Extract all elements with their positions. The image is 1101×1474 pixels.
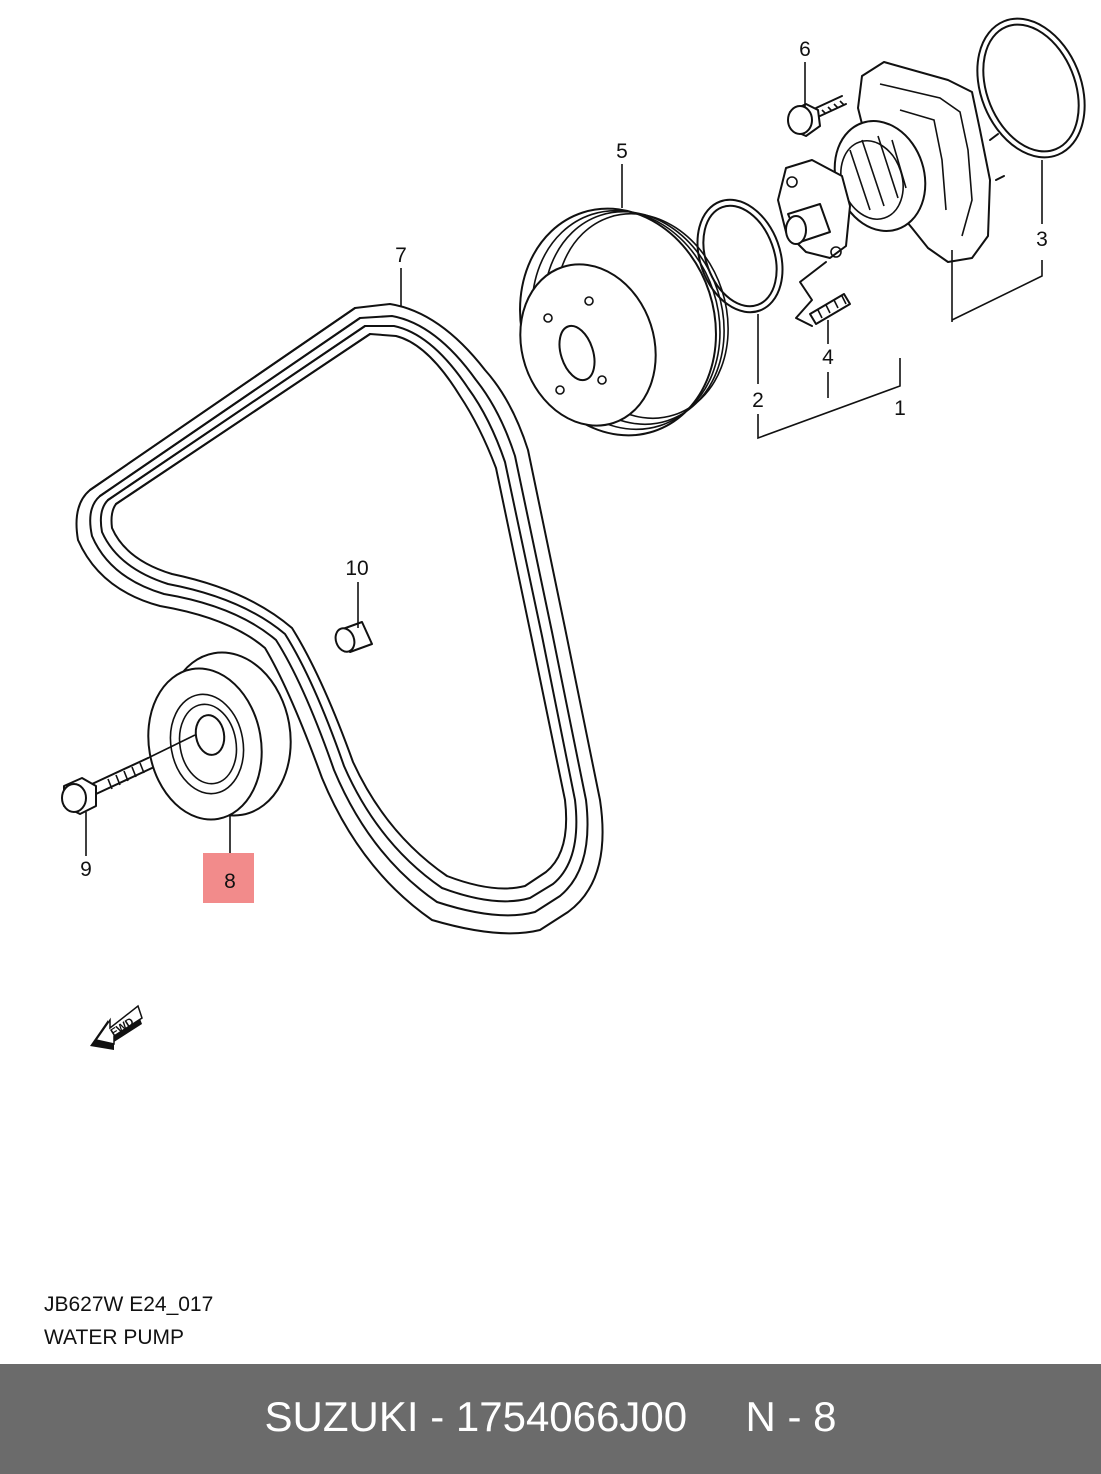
callout-10: 10 bbox=[345, 557, 368, 580]
diagram-name: WATER PUMP bbox=[44, 1326, 184, 1349]
callout-labels: 1 2 3 4 5 6 7 8 9 10 bbox=[80, 38, 1048, 893]
callout-5: 5 bbox=[616, 140, 628, 163]
leader-lines bbox=[85, 62, 1043, 856]
footer-part-number: SUZUKI - 1754066J00 N - 8 bbox=[264, 1393, 837, 1440]
callout-9: 9 bbox=[80, 858, 92, 881]
callout-1: 1 bbox=[894, 397, 906, 420]
drive-belt bbox=[75, 303, 604, 935]
callout-4: 4 bbox=[822, 346, 834, 369]
exploded-parts-diagram: 1 2 3 4 5 6 7 8 9 10 FWD bbox=[61, 17, 1086, 1050]
o-ring bbox=[976, 17, 1086, 159]
spacer-collar bbox=[334, 621, 373, 653]
footer-bar: SUZUKI - 1754066J00 N - 8 bbox=[0, 1364, 1101, 1474]
fwd-arrow-icon: FWD bbox=[90, 1004, 143, 1050]
diagram-code: JB627W E24_017 bbox=[44, 1293, 214, 1316]
water-pump-body bbox=[777, 61, 1005, 263]
pump-bolt bbox=[787, 95, 847, 137]
callout-7: 7 bbox=[395, 244, 407, 267]
idler-pulley bbox=[147, 651, 292, 821]
callout-2: 2 bbox=[752, 389, 764, 412]
highlight-box bbox=[203, 853, 254, 903]
pump-gasket bbox=[696, 198, 784, 314]
idler-bolt bbox=[61, 734, 196, 815]
pump-stud bbox=[795, 261, 851, 327]
water-pump-pulley bbox=[519, 207, 729, 437]
callout-8: 8 bbox=[224, 870, 236, 893]
callout-3: 3 bbox=[1036, 228, 1048, 251]
callout-6: 6 bbox=[799, 38, 811, 61]
